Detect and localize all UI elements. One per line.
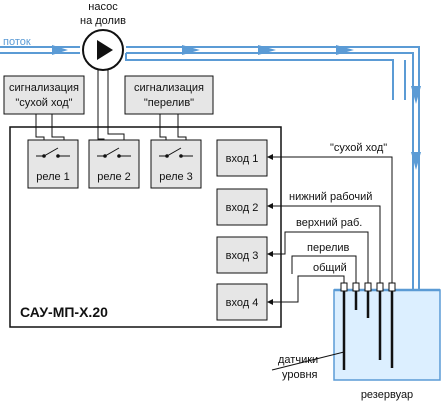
- tank: [333, 288, 441, 381]
- relay-2: реле 2: [88, 139, 140, 189]
- sensor-label-line2: уровня: [282, 369, 318, 381]
- flow-arrow-left: [52, 45, 68, 55]
- controller-model: САУ-МП-Х.20: [20, 304, 108, 320]
- input-1: вход 1: [216, 139, 268, 177]
- input-3: вход 3: [216, 236, 268, 274]
- relay-1-label: реле 1: [36, 171, 70, 183]
- alarm-overflow-box: [124, 75, 214, 115]
- sensor-overflow-label: перелив: [307, 242, 350, 254]
- flow-pipe: [0, 46, 420, 300]
- alarm-dry-line1: сигнализация: [9, 82, 79, 94]
- pump: [82, 29, 124, 71]
- alarm-overflow-line1: сигнализация: [134, 82, 204, 94]
- flow-arrow-down-2: [411, 152, 421, 170]
- sensor-label-line1: датчики: [278, 354, 318, 366]
- flow-arrows: [52, 45, 421, 170]
- relay-2-label: реле 2: [97, 171, 131, 183]
- sensor-dry-run-label: "сухой ход": [330, 142, 387, 154]
- sensor-leader-line: [271, 351, 345, 371]
- input-3-label: вход 3: [226, 250, 259, 262]
- input-4-label: вход 4: [226, 297, 259, 309]
- flow-label: поток: [3, 36, 31, 48]
- sensor-lower-work-label: нижний рабочий: [289, 191, 372, 203]
- sensor-probes: [340, 282, 396, 370]
- pump-label-line2: на долив: [80, 15, 126, 27]
- pump-label-line1: насос: [88, 1, 118, 13]
- input-2-label: вход 2: [226, 202, 259, 214]
- pump-icon: [97, 40, 113, 60]
- relay-1: реле 1: [27, 139, 79, 189]
- input-2: вход 2: [216, 188, 268, 226]
- sensor-wires: [267, 154, 393, 305]
- sensor-upper-work-label: верхний раб.: [296, 217, 362, 229]
- relay-3-label: реле 3: [159, 171, 193, 183]
- input-4: вход 4: [216, 283, 268, 321]
- flow-arrow-2: [258, 45, 276, 55]
- flow-arrow-1: [182, 45, 200, 55]
- tank-label: резервуар: [361, 389, 413, 401]
- flow-arrow-down-1: [411, 86, 421, 104]
- alarm-overflow-line2: "перелив": [144, 97, 194, 109]
- sensor-common-label: общий: [313, 262, 347, 274]
- alarm-dry-line2: "сухой ход": [15, 97, 72, 109]
- input-1-label: вход 1: [226, 153, 259, 165]
- flow-arrow-3: [336, 45, 354, 55]
- relay-3: реле 3: [150, 139, 202, 189]
- alarm-dry-box: [3, 75, 85, 115]
